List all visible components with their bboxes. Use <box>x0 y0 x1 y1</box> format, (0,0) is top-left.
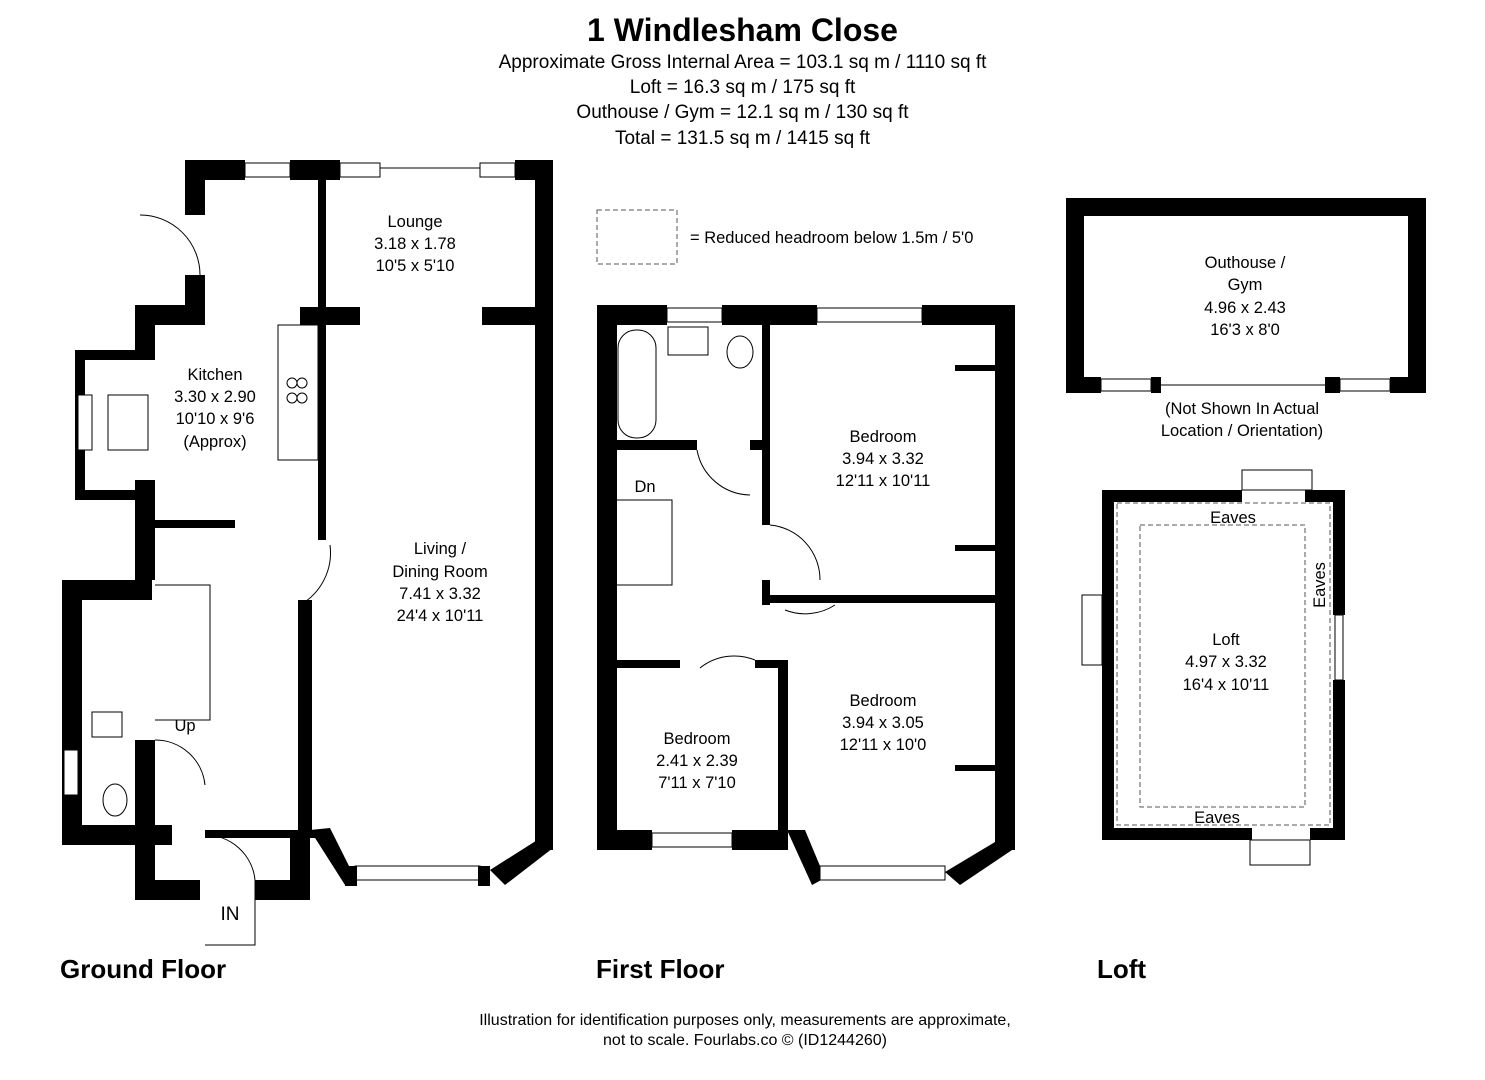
room-kitchen: Kitchen 3.30 x 2.90 10'10 x 9'6 (Approx) <box>174 366 256 451</box>
svg-text:7'11 x 7'10: 7'11 x 7'10 <box>658 774 736 792</box>
svg-text:3.18 x 1.78: 3.18 x 1.78 <box>374 235 456 253</box>
svg-text:10'5 x 5'10: 10'5 x 5'10 <box>376 257 455 275</box>
ground-floor-label: Ground Floor <box>60 954 227 984</box>
legend-text: = Reduced headroom below 1.5m / 5'0 <box>690 229 973 247</box>
svg-text:Lounge: Lounge <box>387 213 442 231</box>
room-living-dining: Living / Dining Room 7.41 x 3.32 24'4 x … <box>392 540 487 625</box>
svg-text:3.94 x 3.32: 3.94 x 3.32 <box>842 450 924 468</box>
svg-text:12'11 x 10'11: 12'11 x 10'11 <box>836 472 931 490</box>
svg-text:16'3 x 8'0: 16'3 x 8'0 <box>1210 321 1280 339</box>
room-bedroom-2: Bedroom 3.94 x 3.05 12'11 x 10'0 <box>840 692 927 754</box>
svg-text:(Approx): (Approx) <box>183 433 246 451</box>
disclaimer-line-1: Illustration for identification purposes… <box>479 1012 1011 1029</box>
svg-text:2.41 x 2.39: 2.41 x 2.39 <box>656 752 738 770</box>
disclaimer: Illustration for identification purposes… <box>0 1011 1485 1051</box>
svg-text:12'11 x 10'0: 12'11 x 10'0 <box>840 736 927 754</box>
entrance-label: IN <box>221 904 240 925</box>
loft-plan <box>1081 469 1345 866</box>
area-total: Total = 131.5 sq m / 1415 sq ft <box>614 128 871 149</box>
svg-text:Outhouse /: Outhouse / <box>1205 254 1286 272</box>
first-floor-plan <box>597 305 1015 885</box>
svg-text:(Not Shown In Actual: (Not Shown In Actual <box>1165 400 1319 418</box>
loft-label: Loft <box>1097 954 1147 984</box>
area-outhouse: Outhouse / Gym = 12.1 sq m / 130 sq ft <box>576 102 909 123</box>
room-loft: Loft 4.97 x 3.32 16'4 x 10'11 <box>1183 631 1270 694</box>
svg-text:Bedroom: Bedroom <box>850 692 917 710</box>
room-bedroom-3: Bedroom 2.41 x 2.39 7'11 x 7'10 <box>656 730 738 792</box>
svg-text:Bedroom: Bedroom <box>850 428 917 446</box>
area-loft: Loft = 16.3 sq m / 175 sq ft <box>629 77 856 98</box>
svg-text:Location / Orientation): Location / Orientation) <box>1161 422 1323 440</box>
reduced-headroom-swatch <box>596 209 678 265</box>
svg-text:Gym: Gym <box>1228 276 1263 294</box>
plan-title: 1 Windlesham Close <box>587 12 898 48</box>
svg-text:Dining Room: Dining Room <box>392 563 487 581</box>
svg-text:Living /: Living / <box>414 540 467 558</box>
stairs-down-label: Dn <box>634 478 655 496</box>
svg-text:Kitchen: Kitchen <box>187 366 242 384</box>
svg-text:4.97 x 3.32: 4.97 x 3.32 <box>1185 653 1267 671</box>
ground-floor-plan <box>62 160 553 946</box>
eaves-label-bottom: Eaves <box>1194 809 1240 827</box>
svg-text:Bedroom: Bedroom <box>664 730 731 748</box>
room-bedroom-1: Bedroom 3.94 x 3.32 12'11 x 10'11 <box>836 428 931 490</box>
svg-text:7.41 x 3.32: 7.41 x 3.32 <box>399 585 481 603</box>
eaves-label-right: Eaves <box>1311 562 1329 608</box>
room-lounge: Lounge 3.18 x 1.78 10'5 x 5'10 <box>374 213 456 275</box>
svg-text:3.30 x 2.90: 3.30 x 2.90 <box>174 388 256 406</box>
area-gross: Approximate Gross Internal Area = 103.1 … <box>498 52 987 73</box>
svg-text:24'4 x 10'11: 24'4 x 10'11 <box>397 607 484 625</box>
outhouse-note: (Not Shown In Actual Location / Orientat… <box>1161 400 1323 440</box>
eaves-label-top: Eaves <box>1210 509 1256 527</box>
room-outhouse-gym: Outhouse / Gym 4.96 x 2.43 16'3 x 8'0 <box>1204 254 1286 339</box>
stairs-up-label: Up <box>174 717 195 735</box>
svg-text:4.96 x 2.43: 4.96 x 2.43 <box>1204 299 1286 317</box>
svg-text:3.94 x 3.05: 3.94 x 3.05 <box>842 714 924 732</box>
outhouse-plan <box>1066 198 1426 393</box>
svg-text:Loft: Loft <box>1212 631 1240 649</box>
first-floor-label: First Floor <box>596 954 725 984</box>
svg-text:16'4 x 10'11: 16'4 x 10'11 <box>1183 676 1270 694</box>
disclaimer-line-2: not to scale. Fourlabs.co © (ID1244260) <box>603 1032 887 1049</box>
svg-text:10'10 x 9'6: 10'10 x 9'6 <box>176 410 255 428</box>
